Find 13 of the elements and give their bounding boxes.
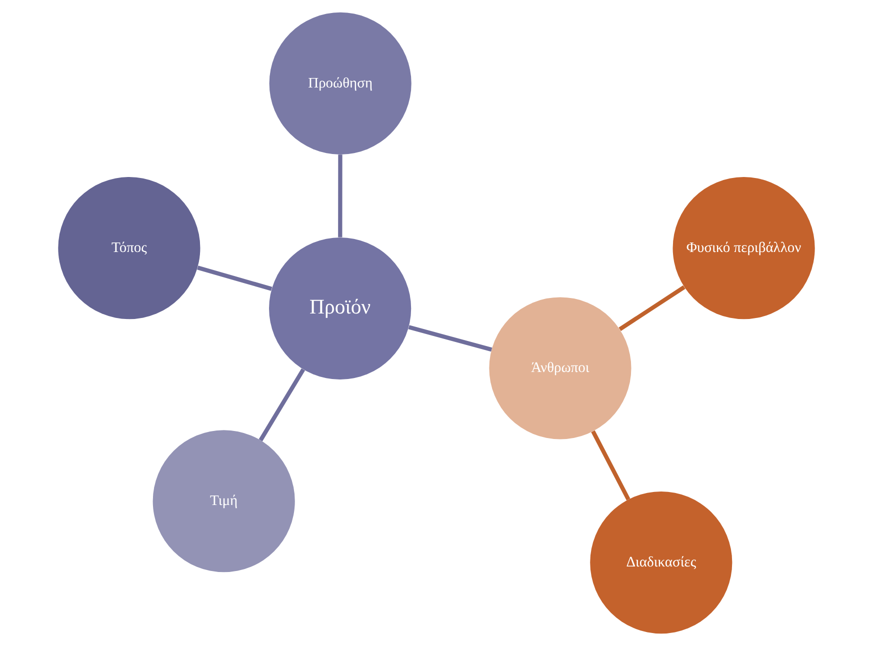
node-circle: Τιμή: [152, 430, 295, 572]
node-circle: Προώθηση: [269, 12, 412, 155]
node-circle: Προϊόν: [269, 237, 412, 380]
connector: [338, 154, 342, 238]
node-circle: Άνθρωποι: [489, 297, 632, 440]
connector: [591, 430, 630, 500]
connector: [618, 285, 686, 331]
node-circle: Φυσικό περιβάλλον: [672, 177, 815, 320]
connector: [258, 368, 306, 442]
connector: [197, 266, 272, 291]
connector: [408, 325, 492, 352]
node-circle: Τόπος: [58, 176, 200, 320]
node-circle: Διαδικασίες: [590, 491, 732, 634]
